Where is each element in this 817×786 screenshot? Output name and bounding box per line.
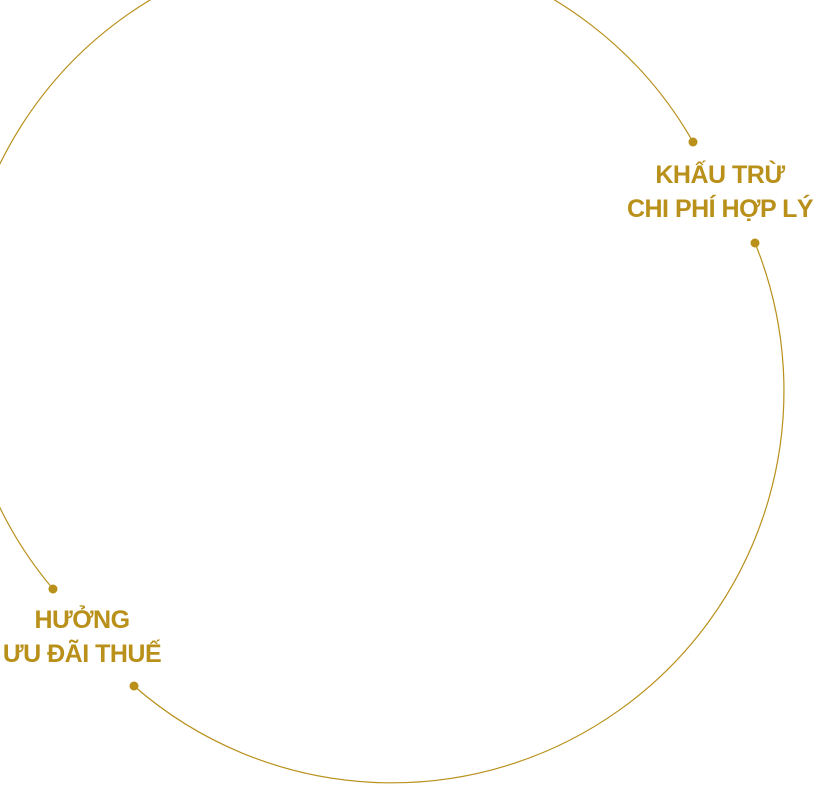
- label-incentive-line1: HƯỞNG: [34, 606, 130, 634]
- arc-main: [0, 0, 694, 590]
- label-incentive: HƯỞNG ƯU ĐÃI THUẾ: [0, 603, 182, 671]
- dot-top-right: [688, 137, 698, 147]
- label-incentive-line2: ƯU ĐÃI THUẾ: [2, 640, 162, 668]
- dot-bottom-left: [129, 681, 139, 691]
- dot-right: [750, 238, 760, 248]
- label-deduction: KHẤU TRỪ CHI PHÍ HỢP LÝ: [620, 158, 817, 226]
- arc-right: [133, 242, 785, 784]
- label-deduction-line1: KHẤU TRỪ: [655, 161, 785, 189]
- dot-left: [48, 584, 58, 594]
- label-deduction-line2: CHI PHÍ HỢP LÝ: [626, 195, 814, 223]
